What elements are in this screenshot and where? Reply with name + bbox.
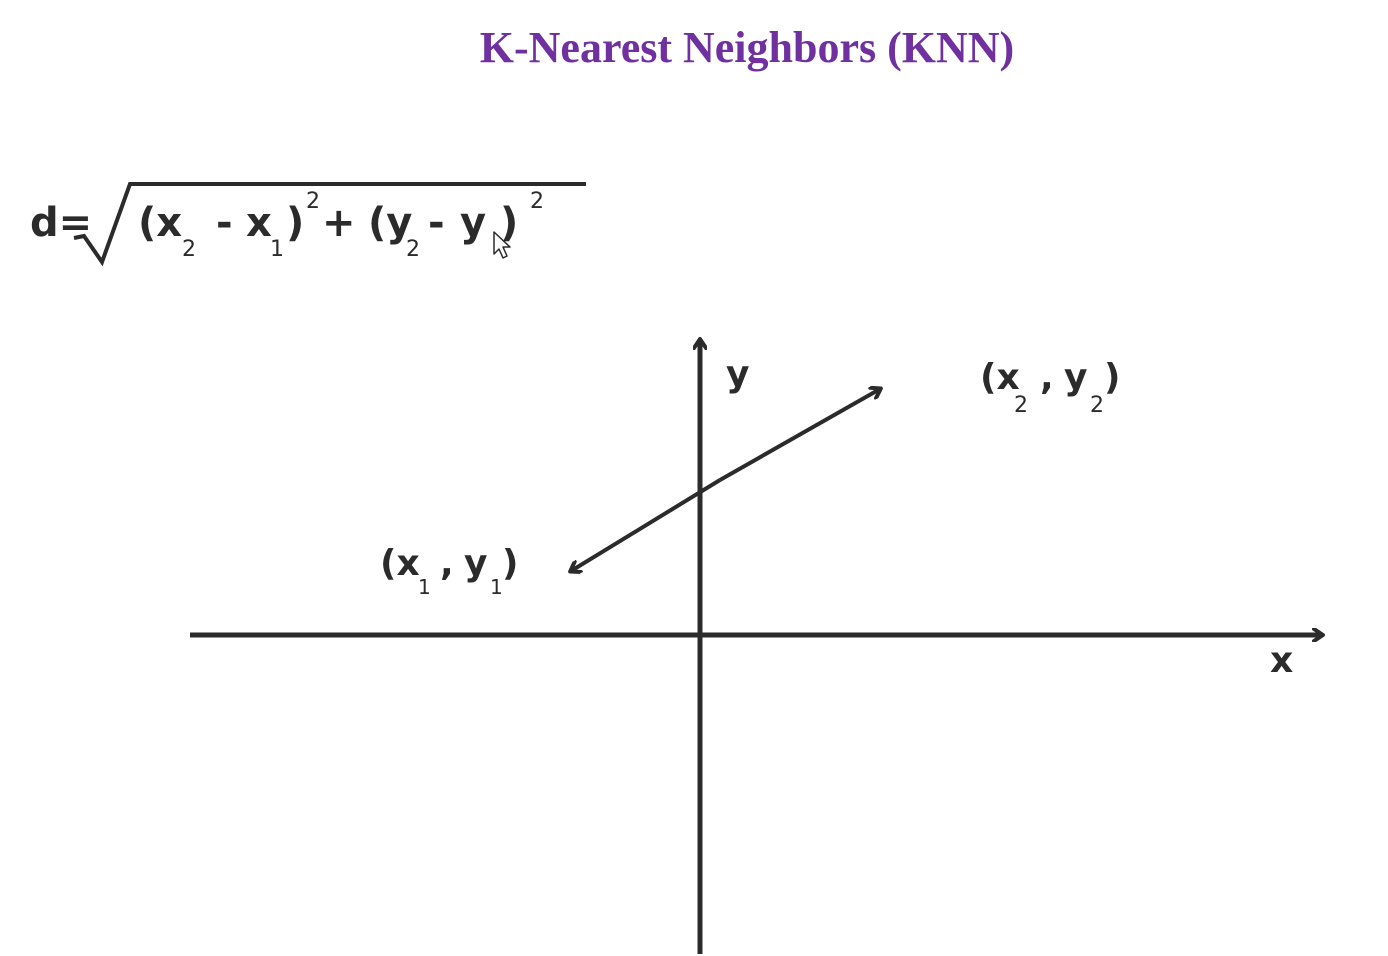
- formula-close-paren-x: ): [286, 200, 304, 246]
- formula-minus-1: -: [216, 200, 233, 246]
- formula-sup-x: 2: [306, 189, 320, 214]
- distance-formula: d= (x 2 - x 1 ) 2 + (y 2 - y ) 2: [30, 182, 586, 267]
- point2-y: y: [1064, 357, 1087, 398]
- radical-sign: [73, 182, 586, 267]
- distance-arrow-to-point2: [719, 389, 880, 482]
- formula-y1: y: [460, 200, 486, 246]
- formula-close-paren-y: ): [500, 200, 518, 246]
- formula-sub-x1: 1: [270, 237, 284, 262]
- formula-minus-2: -: [428, 200, 445, 246]
- distance-segment: [571, 389, 880, 571]
- point2-close: ): [1104, 357, 1120, 398]
- point1-open: (x: [380, 543, 420, 584]
- point1-sub-y: 1: [490, 575, 503, 599]
- formula-plus: +: [322, 200, 356, 246]
- y-axis-label: y: [726, 354, 749, 395]
- formula-sub-y2: 2: [406, 237, 420, 262]
- point1-sub-x: 1: [418, 575, 431, 599]
- point2-label: (x 2 , y 2 ): [980, 357, 1120, 418]
- formula-lhs: d=: [30, 200, 92, 246]
- point2-open: (x: [980, 357, 1020, 398]
- point2-sub-y: 2: [1090, 393, 1104, 418]
- formula-x1: x: [246, 200, 272, 246]
- point1-y: y: [464, 543, 487, 584]
- point1-comma: ,: [440, 543, 454, 584]
- point2-sub-x: 2: [1014, 393, 1028, 418]
- formula-sub-x2: 2: [182, 237, 196, 262]
- coordinate-axes: [190, 340, 1322, 954]
- mouse-pointer-icon: [493, 231, 511, 259]
- distance-arrow-to-point1: [571, 478, 722, 571]
- x-axis-label: x: [1270, 640, 1293, 681]
- point1-close: ): [502, 543, 518, 584]
- formula-open-paren-x: (x: [138, 200, 182, 246]
- point1-label: (x 1 , y 1 ): [380, 543, 518, 599]
- slide-title: K-Nearest Neighbors (KNN): [479, 23, 1015, 72]
- formula-sup-y: 2: [530, 189, 544, 214]
- formula-open-paren-y: (y: [368, 200, 412, 246]
- point2-comma: ,: [1040, 357, 1054, 398]
